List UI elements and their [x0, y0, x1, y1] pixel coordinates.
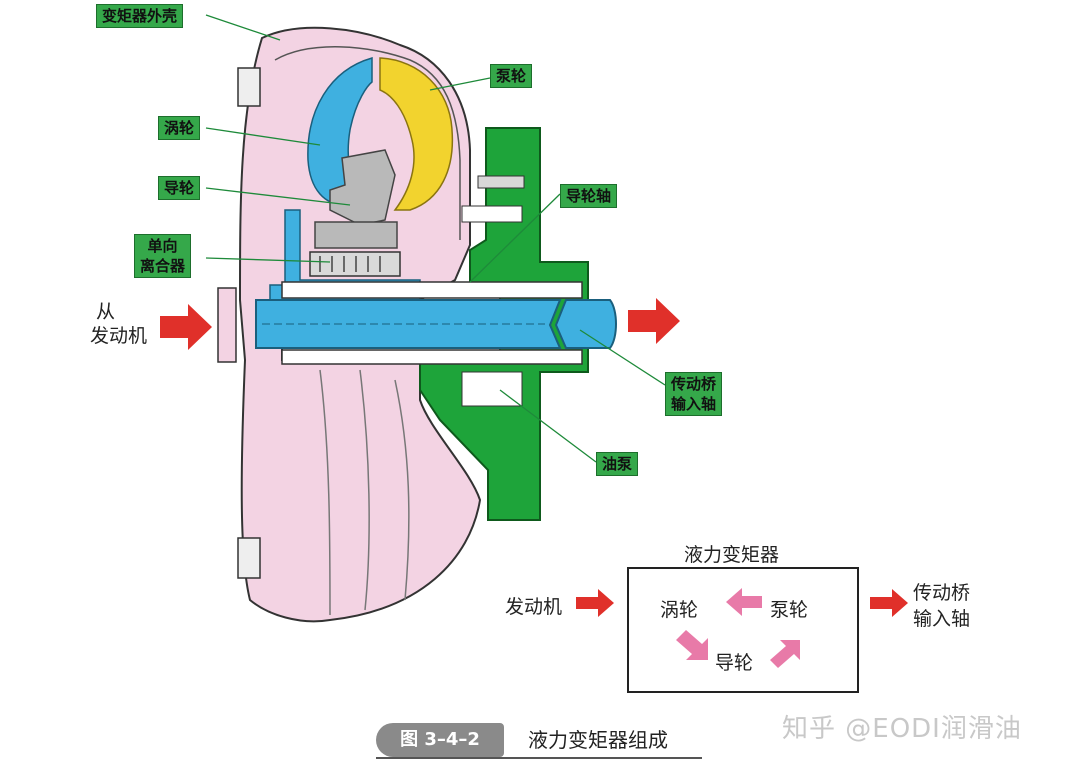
label-pump: 泵轮	[490, 64, 533, 88]
label-oil-pump: 油泵	[596, 452, 639, 476]
flow-turbine-to-stator-arrow	[676, 630, 708, 660]
figure-caption: 液力变矩器组成	[528, 728, 668, 752]
flow-output-arrow	[870, 589, 908, 617]
pump-bore-upper	[461, 205, 523, 223]
stator-shaft	[281, 281, 583, 299]
flow-pump-to-turbine-arrow	[726, 588, 762, 616]
label-from-engine-line1: 从	[96, 301, 116, 323]
label-from-engine: 从 发动机	[90, 300, 147, 348]
flow-input-arrow	[576, 589, 614, 617]
flow-turbine: 涡轮	[660, 599, 699, 621]
label-one-way-clutch: 单向 离合器	[134, 234, 192, 278]
label-transaxle-input-line1: 传动桥	[671, 375, 717, 393]
flow-pump: 泵轮	[770, 599, 809, 621]
housing-bolt-top	[237, 67, 261, 107]
one-way-clutch-rollers	[319, 256, 381, 272]
one-way-clutch	[309, 251, 401, 277]
housing-ribs	[319, 369, 410, 616]
flow-output-label: 传动桥 输入轴	[913, 580, 970, 632]
flow-box	[627, 567, 859, 693]
label-housing: 变矩器外壳	[96, 4, 184, 28]
label-turbine: 涡轮	[158, 116, 201, 140]
flow-input-label: 发动机	[505, 596, 563, 618]
engine-input-arrow	[160, 304, 212, 350]
label-one-way-clutch-line2: 离合器	[140, 257, 186, 275]
label-stator-shaft: 导轮轴	[560, 184, 618, 208]
caption-underline	[376, 757, 702, 759]
housing-bolt-bottom	[237, 537, 261, 579]
stator-hub	[314, 221, 398, 249]
housing-inner-line	[274, 46, 461, 240]
watermark: 知乎 @EODI润滑油	[782, 714, 1022, 744]
output-arrow	[628, 298, 680, 344]
flow-stator-to-pump-arrow	[770, 640, 800, 668]
label-transaxle-input: 传动桥 输入轴	[665, 372, 723, 416]
label-one-way-clutch-line1: 单向	[147, 237, 178, 255]
flow-output-line2: 输入轴	[913, 608, 971, 630]
input-shaft-end	[554, 299, 617, 349]
flow-output-line1: 传动桥	[913, 582, 971, 604]
figure-number-badge: 图 3–4–2	[376, 723, 504, 757]
flow-title: 液力变矩器	[684, 544, 780, 566]
label-transaxle-input-line2: 输入轴	[671, 395, 717, 413]
label-stator: 导轮	[158, 176, 201, 200]
flex-plate	[217, 287, 237, 363]
lower-sleeve	[281, 349, 583, 365]
leader-lines	[205, 14, 666, 463]
label-from-engine-line2: 发动机	[90, 325, 148, 347]
flow-stator: 导轮	[715, 652, 754, 674]
pump-bolt	[477, 175, 525, 189]
pump-bore-lower	[461, 371, 523, 407]
